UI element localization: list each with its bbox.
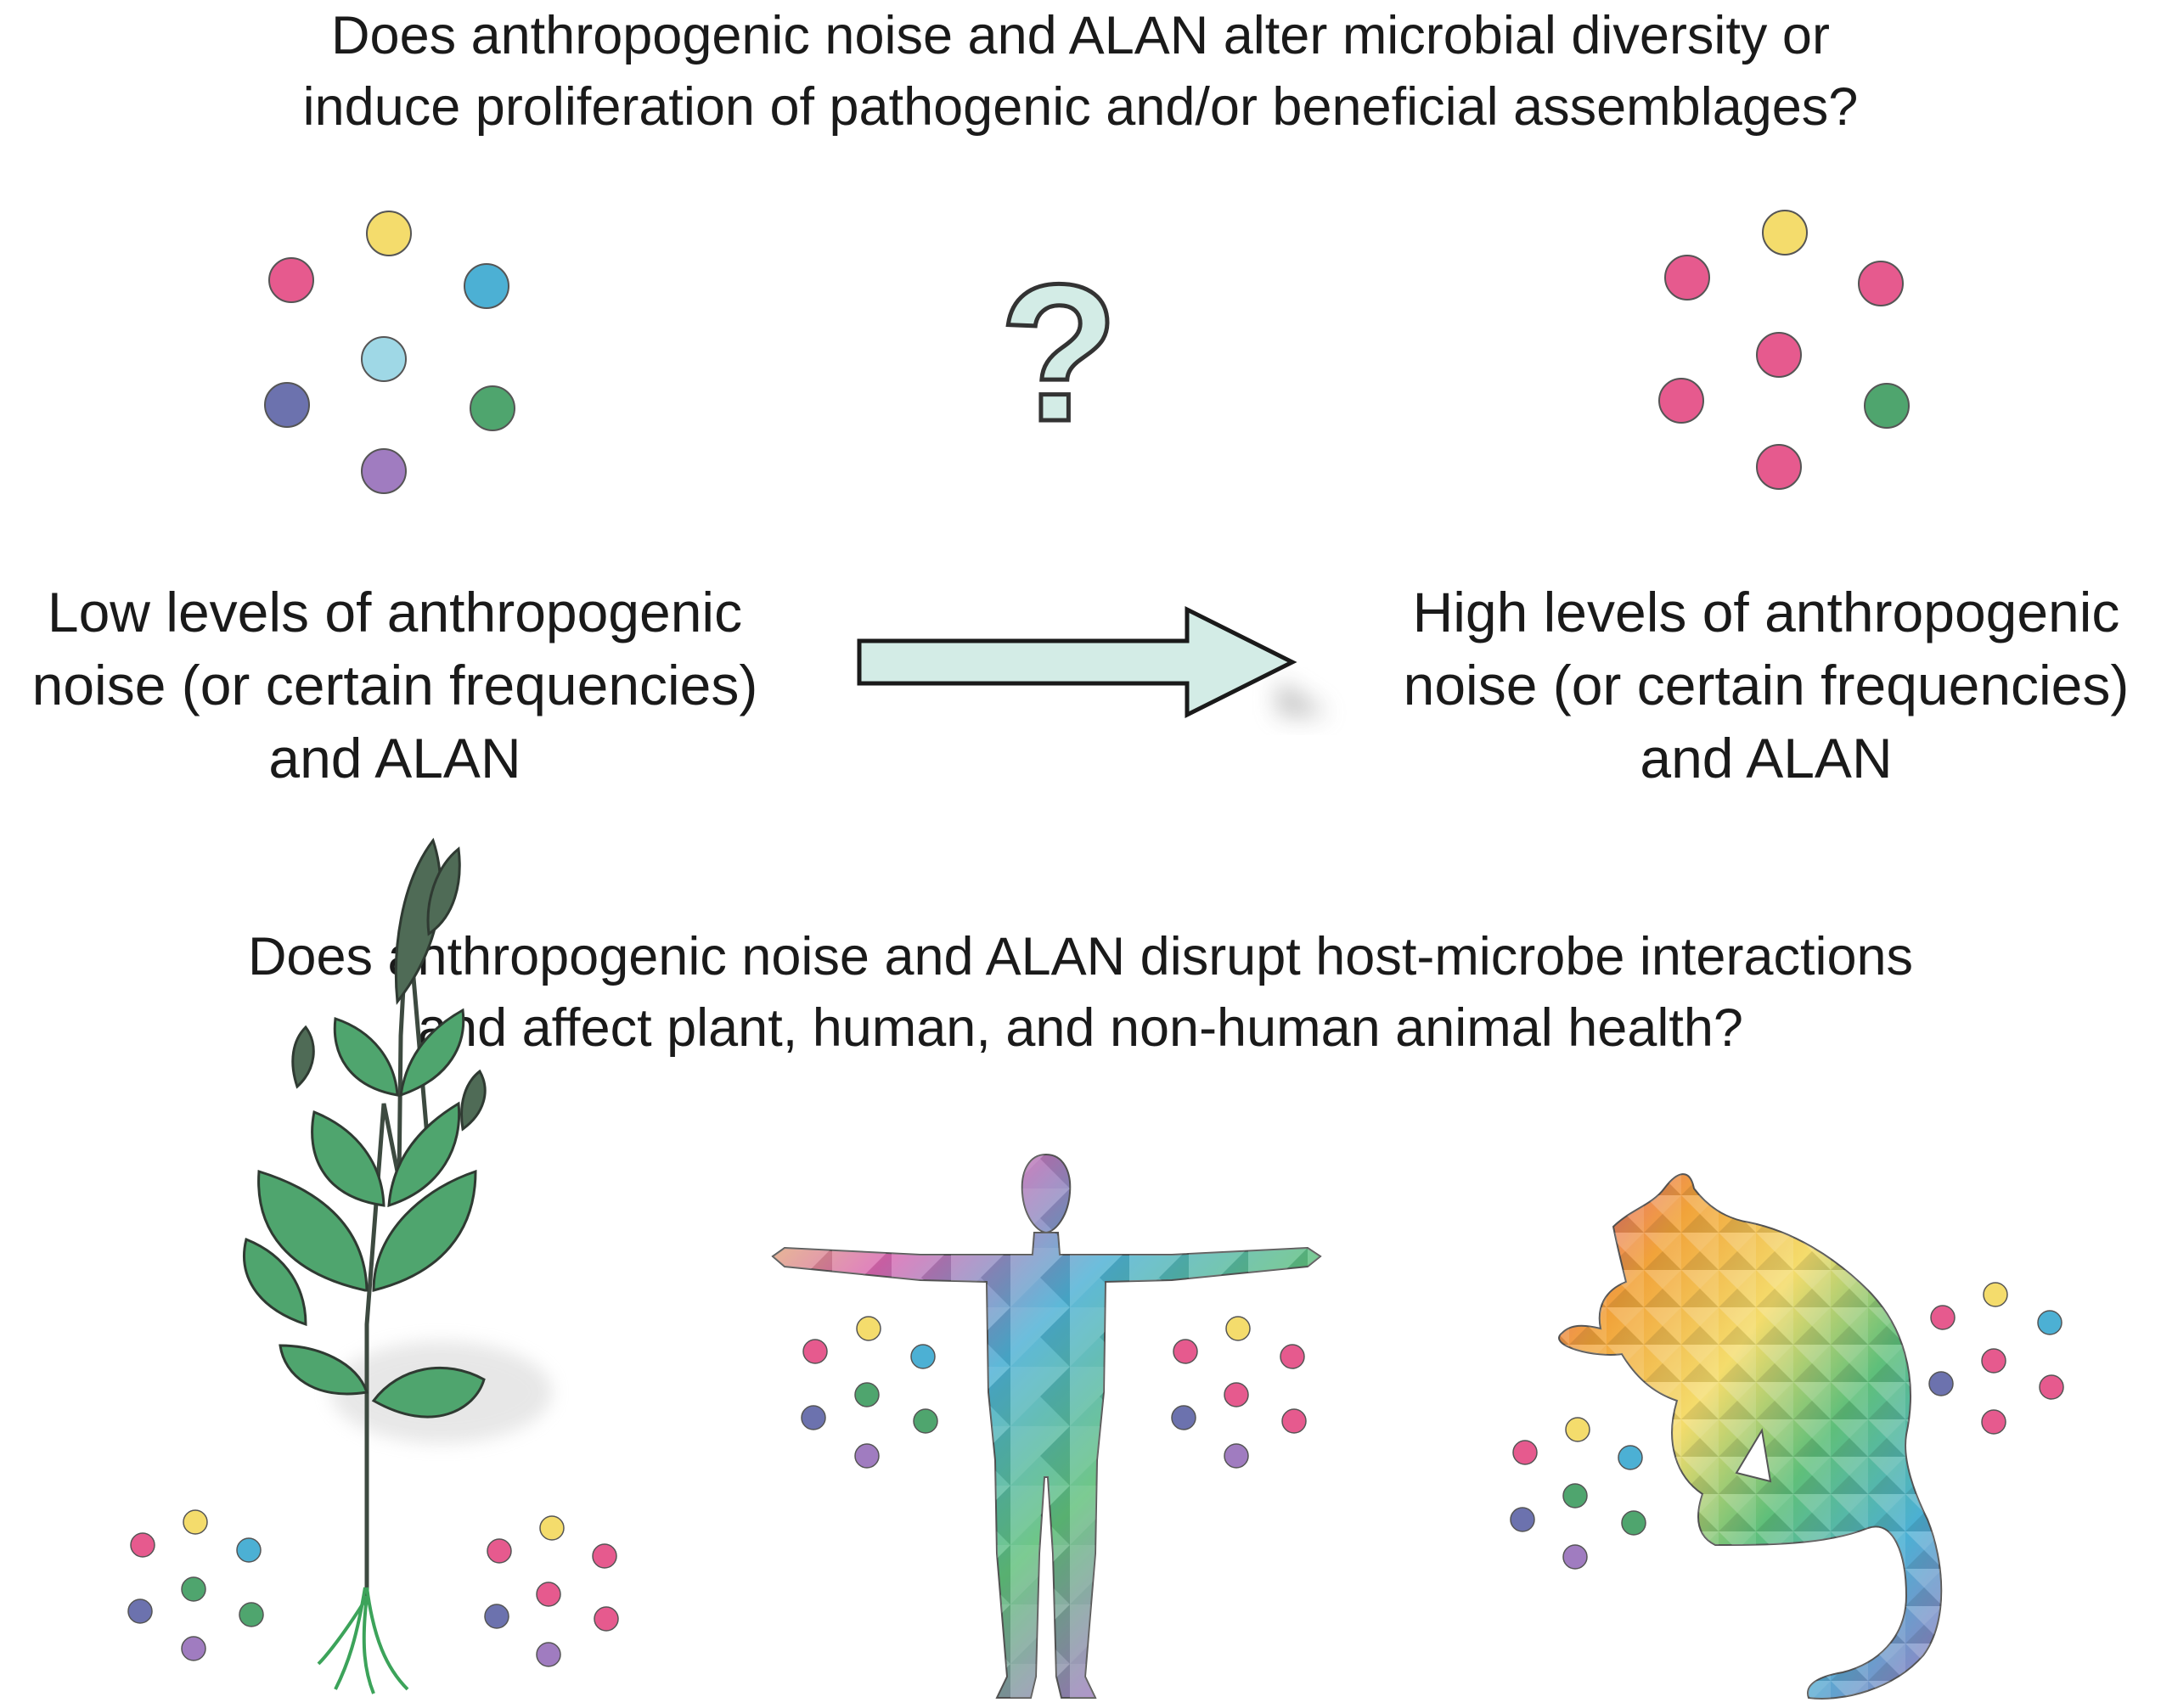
microbe-dot [127, 1598, 153, 1624]
microbe-dot [464, 263, 509, 309]
microbe-dot [1756, 444, 1802, 490]
microbe-dot [183, 1509, 208, 1535]
microbe-dot [484, 1604, 509, 1629]
microbe-dot [801, 1405, 826, 1430]
microbe-dot [1981, 1348, 2006, 1374]
microbe-dot [264, 382, 310, 428]
low-levels-label: Low levels of anthropogenic noise (or ce… [0, 576, 790, 795]
microbe-dot [1173, 1339, 1198, 1364]
microbe-dot [2037, 1310, 2063, 1335]
cat-microbes-left [1510, 1417, 1646, 1570]
plant-microbes-right [484, 1515, 619, 1667]
question-2-line-2: and affect plant, human, and non-human a… [418, 998, 1743, 1058]
microbe-dot [1562, 1483, 1588, 1509]
microbe-dot [470, 385, 515, 431]
question-mark-icon: ? [999, 244, 1119, 462]
question-host-microbe: Does anthropogenic noise and ALAN disrup… [0, 921, 2161, 1064]
microbe-dot [592, 1543, 617, 1569]
plant-microbes-left [127, 1509, 264, 1661]
microbe-dot [913, 1408, 938, 1434]
microbe-dot [1864, 383, 1910, 429]
microbe-dot [181, 1636, 206, 1661]
microbe-dot [536, 1642, 561, 1667]
high-label-line-1: High levels of anthropogenic [1412, 581, 2120, 643]
microbe-dot [1618, 1445, 1643, 1470]
question-1-line-2: induce proliferation of pathogenic and/o… [302, 77, 1859, 137]
microbe-dot [487, 1538, 512, 1564]
high-levels-label: High levels of anthropogenic noise (or c… [1371, 576, 2161, 795]
microbe-dot [854, 1443, 880, 1469]
microbe-dot [1562, 1544, 1588, 1570]
microbe-dot [1512, 1440, 1538, 1465]
low-label-line-2: noise (or certain frequencies) [31, 654, 758, 716]
microbe-dot [594, 1606, 619, 1632]
microbe-dot [1621, 1510, 1646, 1536]
cat-icon [1558, 1173, 1943, 1700]
microbe-dot [1171, 1405, 1196, 1430]
microbe-dot [181, 1576, 206, 1602]
microbe-dot [236, 1537, 262, 1563]
question-1-line-1: Does anthropogenic noise and ALAN alter … [331, 6, 1830, 65]
microbe-dot [536, 1582, 561, 1607]
microbe-dot [1928, 1371, 1954, 1396]
microbe-dot [1930, 1305, 1956, 1330]
microbe-dot [1225, 1316, 1251, 1341]
microbe-dot [802, 1339, 828, 1364]
microbe-dot [2039, 1374, 2064, 1400]
microbe-dot [1858, 261, 1904, 306]
microbe-dot [130, 1532, 155, 1558]
microbe-cluster-diverse [264, 211, 515, 494]
right-arrow-icon [857, 605, 1329, 719]
microbe-dot [1981, 1409, 2006, 1435]
microbe-dot [1756, 332, 1802, 378]
microbe-dot [366, 211, 412, 256]
microbe-dot [1510, 1507, 1535, 1532]
microbe-dot [1762, 210, 1808, 256]
high-label-line-3: and ALAN [1640, 727, 1893, 789]
microbe-dot [1281, 1408, 1307, 1434]
high-label-line-2: noise (or certain frequencies) [1403, 654, 2130, 716]
microbe-dot [268, 257, 314, 303]
microbe-dot [1224, 1443, 1249, 1469]
microbe-dot [361, 448, 407, 494]
low-label-line-3: and ALAN [268, 727, 521, 789]
microbe-dot [1658, 378, 1704, 424]
microbe-dot [1983, 1282, 2008, 1307]
microbe-dot [539, 1515, 565, 1541]
microbe-dot [910, 1344, 936, 1369]
plant-icon [243, 837, 552, 1694]
question-2-line-1: Does anthropogenic noise and ALAN disrup… [247, 927, 1914, 986]
question-microbial-diversity: Does anthropogenic noise and ALAN alter … [0, 0, 2161, 143]
cat-microbes-right [1928, 1282, 2064, 1435]
microbe-dot [1664, 255, 1710, 301]
human-figure-icon [771, 1153, 1322, 1699]
microbe-dot [239, 1602, 264, 1627]
microbe-dot [1565, 1417, 1590, 1442]
microbe-dot [1280, 1344, 1305, 1369]
human-microbes-left [801, 1316, 938, 1469]
microbe-dot [856, 1316, 881, 1341]
microbe-dot [854, 1382, 880, 1407]
microbe-dot [361, 336, 407, 382]
microbe-dot [1224, 1382, 1249, 1407]
microbe-cluster-pathogenic [1658, 210, 1910, 490]
low-label-line-1: Low levels of anthropogenic [47, 581, 743, 643]
human-microbes-right [1171, 1316, 1307, 1469]
